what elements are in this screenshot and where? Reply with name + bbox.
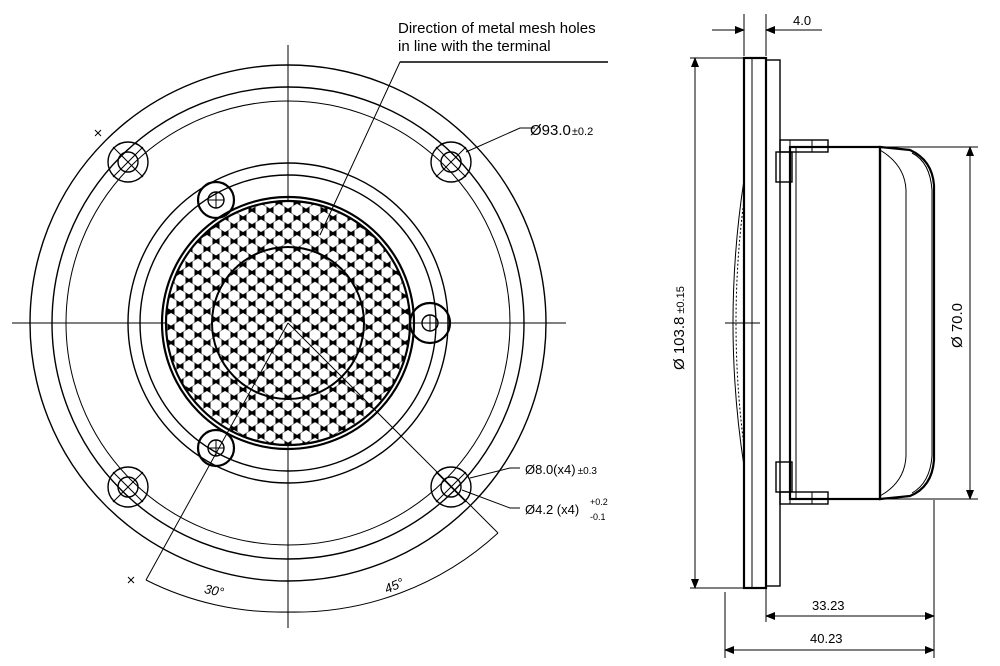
front-view bbox=[12, 45, 608, 628]
hole-inner-label: Ø4.2 (x4) bbox=[525, 502, 579, 517]
side-motor-body bbox=[788, 145, 882, 501]
outer-diameter-label: Ø93.0±0.2 bbox=[530, 122, 593, 139]
faceplate-screw-top bbox=[196, 180, 236, 220]
grille-bezel-circle bbox=[160, 195, 416, 451]
hole-inner-tol-minus: -0.1 bbox=[590, 512, 606, 522]
flange-thickness-label: 4.0 bbox=[793, 13, 811, 28]
hole-outer-label: Ø8.0(x4)±0.3 bbox=[525, 462, 597, 477]
mesh-note-line1: Direction of metal mesh holes bbox=[398, 20, 596, 37]
corner-marks bbox=[94, 129, 135, 584]
side-view bbox=[690, 14, 978, 658]
hole-inner-tol-plus: +0.2 bbox=[590, 497, 608, 507]
angle-line-45 bbox=[287, 322, 499, 534]
angle-label-30: 30° bbox=[203, 581, 225, 600]
faceplate-screw-bottom bbox=[196, 428, 236, 468]
overall-diameter-label: Ø 103.8±0.15 bbox=[671, 286, 688, 370]
angle-label-45: 45° bbox=[382, 575, 406, 597]
angle-line-30 bbox=[145, 322, 289, 581]
hole-outer-leader bbox=[469, 467, 520, 479]
flange-outer-circle bbox=[29, 64, 547, 582]
mounting-hole-top-left bbox=[107, 141, 149, 183]
angle-arc bbox=[145, 532, 499, 613]
hole-inner-leader bbox=[461, 489, 520, 509]
mesh-note-line2: in line with the terminal bbox=[398, 38, 551, 55]
total-depth-label: 40.23 bbox=[810, 631, 843, 646]
mounting-hole-top-right bbox=[430, 141, 472, 183]
body-depth-label: 33.23 bbox=[812, 598, 845, 613]
outer-diameter-leader bbox=[465, 127, 535, 153]
flange-second-circle bbox=[51, 86, 525, 560]
side-terminal-bottom bbox=[775, 461, 829, 505]
body-diameter-label: Ø 70.0 bbox=[949, 303, 966, 348]
mounting-hole-bottom-right bbox=[430, 466, 472, 508]
mounting-hole-circle bbox=[65, 100, 511, 546]
faceplate-screw-right bbox=[408, 301, 452, 345]
faceplate-ring-outer bbox=[127, 162, 449, 484]
mounting-hole-bottom-left bbox=[107, 466, 149, 508]
side-rear-cap bbox=[878, 145, 936, 501]
